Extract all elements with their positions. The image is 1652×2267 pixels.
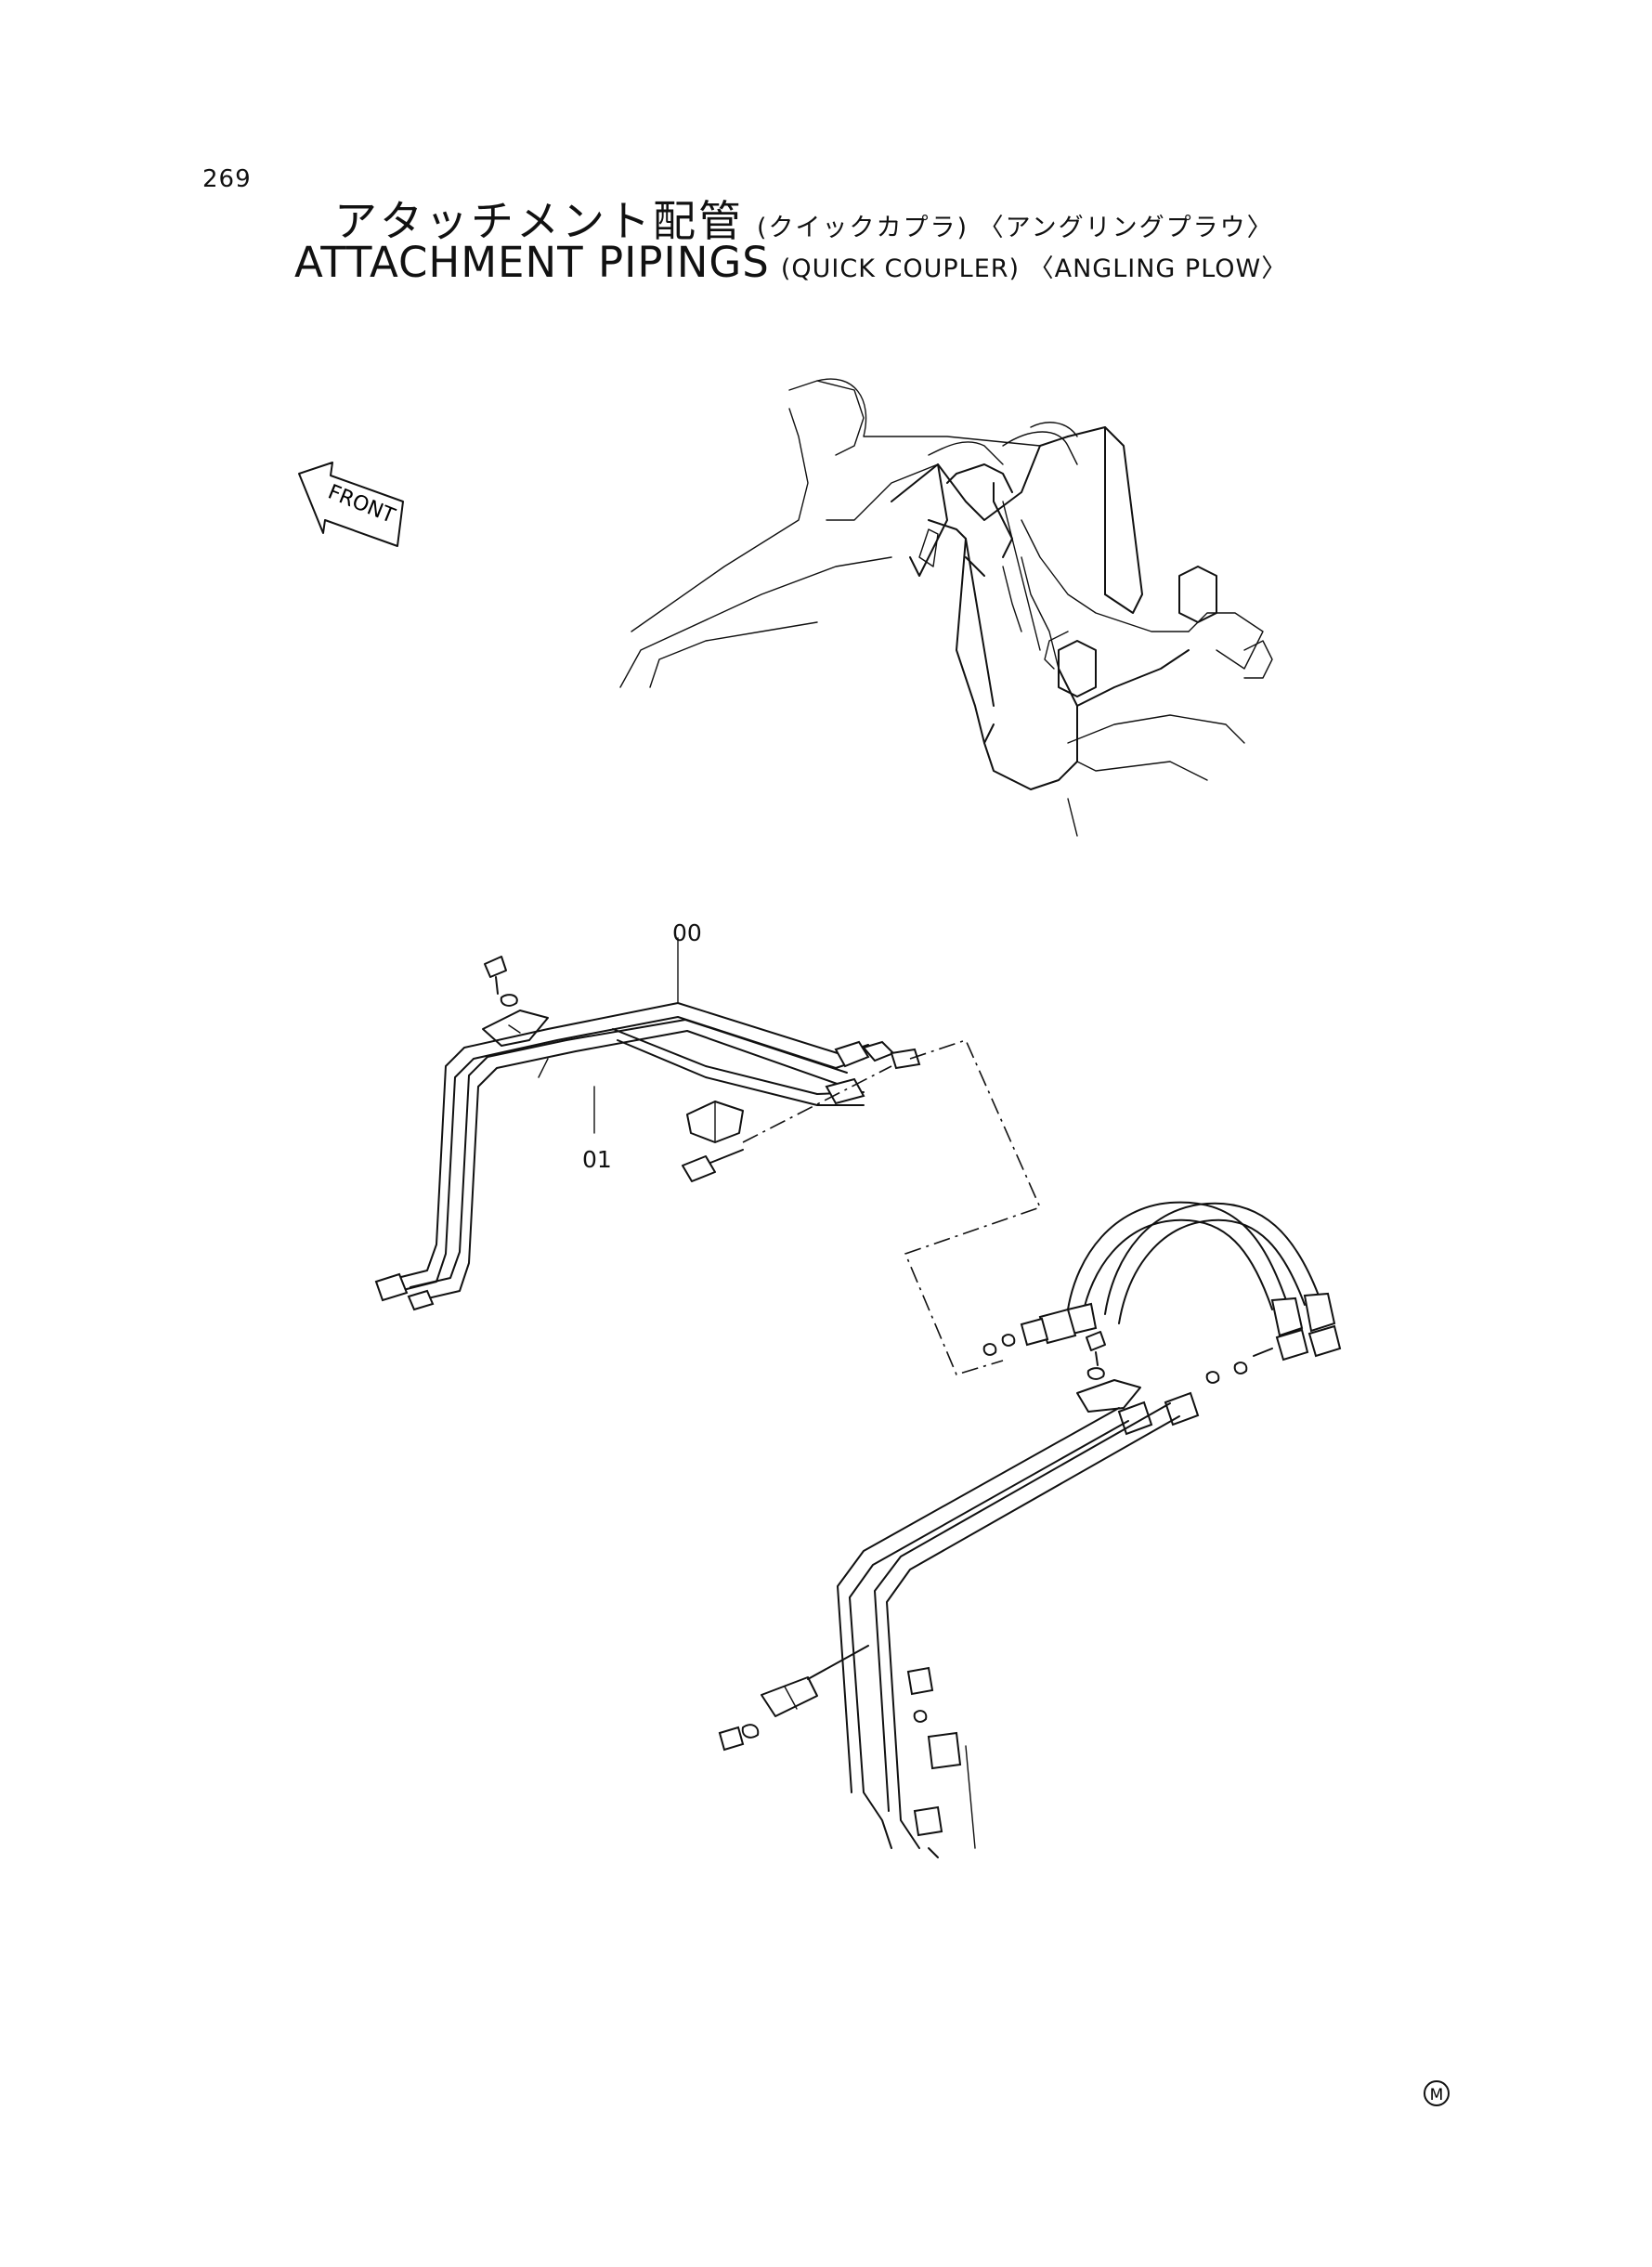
page-number: 269 (202, 165, 252, 193)
title-japanese: アタッチメント配管 (クイックカプラ) 〈アングリングプラウ〉 (334, 188, 1274, 249)
pipe-assembly-00-01 (374, 937, 1042, 1375)
front-arrow-icon: FRONT (298, 462, 404, 547)
hose-and-lower-piping (718, 1201, 1342, 1858)
callout-01: 01 (582, 1146, 612, 1173)
machine-frame-overview (619, 378, 1273, 837)
m-mark-letter: M (1430, 2086, 1444, 2104)
title-japanese-sub: (クイックカプラ) 〈アングリングプラウ〉 (757, 214, 1274, 242)
title-english: ATTACHMENT PIPINGS (QUICK COUPLER) 〈ANGLI… (294, 238, 1287, 287)
title-english-sub: (QUICK COUPLER) 〈ANGLING PLOW〉 (780, 254, 1288, 283)
m-mark-icon: M (1424, 2080, 1450, 2106)
title-japanese-main: アタッチメント配管 (334, 196, 744, 246)
title-english-main: ATTACHMENT PIPINGS (294, 238, 770, 287)
front-label: FRONT (325, 480, 399, 528)
